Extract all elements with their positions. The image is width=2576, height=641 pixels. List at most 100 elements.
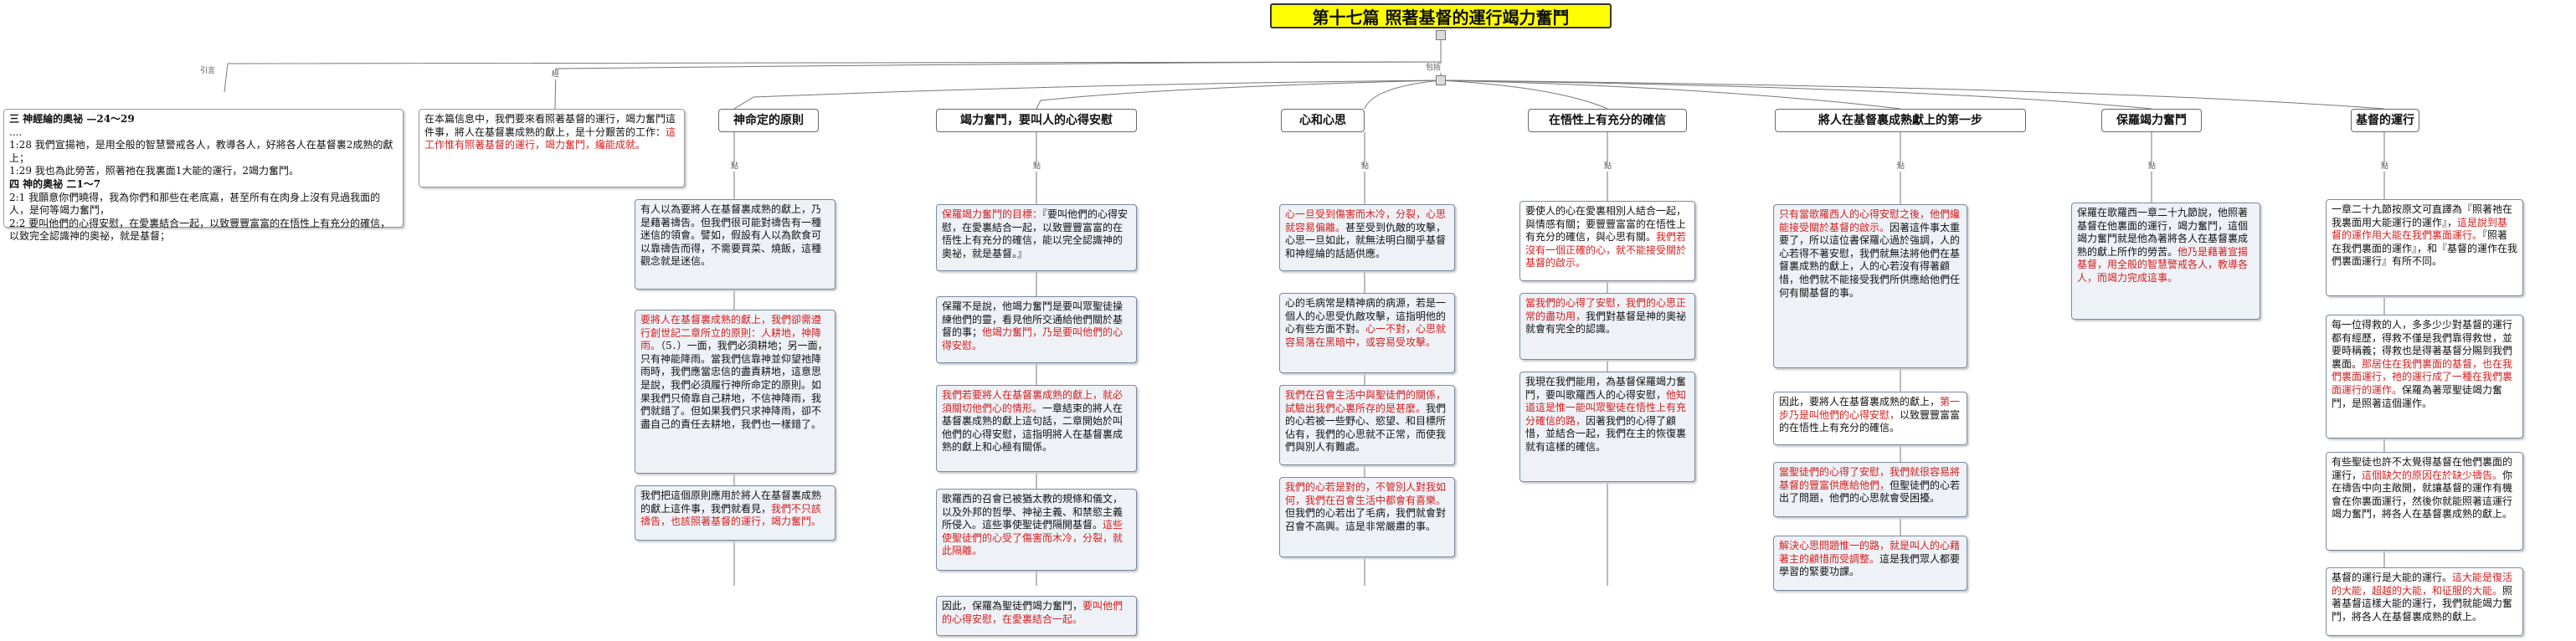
connector-label-point: 點 bbox=[1896, 162, 1906, 172]
col7-note-3[interactable]: 有些聖徒也許不太覺得基督在他們裏面的運行，這個缺欠的原因在於缺少禱告。你在禱告中… bbox=[2326, 452, 2523, 551]
col6-note-1-emphasis: 他乃是藉著宣揚基督，用全般的智慧警戒各人，教導各人，而竭力完成這事。 bbox=[2077, 245, 2249, 284]
col4-note-2[interactable]: 當我們的心得了安慰，我們的心思正常的盡功用，我們對基督是神的奧祕就會有完全的認識… bbox=[1519, 293, 1695, 360]
col4-note-1-emphasis: 我們若沒有一個正確的心，就不能接受關於基督的啟示。 bbox=[1525, 231, 1687, 269]
col7-note-3-emphasis: 這個缺欠的原因在於缺少禱告。 bbox=[2362, 469, 2503, 481]
col4-note-2-emphasis: 當我們的心得了安慰，我們的心思正常的盡功用， bbox=[1525, 297, 1687, 322]
col7-note-2-text: 每一位得救的人，多多少少對基督的運行都有經歷，得救不僅是我們靠得救世，並要時稱義… bbox=[2332, 319, 2513, 370]
col2-note-3-emphasis: 我們若要將人在基督裏成熟的獻上，就必須關切他們心的情形。 bbox=[942, 389, 1123, 414]
col7-note-1-text: 一章二十九節按原文可直譯為『照著祂在我裏面用大能運行的運作』， bbox=[2332, 203, 2513, 228]
col3-note-2[interactable]: 心的毛病常是精神病的病源，若是一個人的心思受仇敵攻擊，這指明他的心有些方面不對。… bbox=[1279, 293, 1455, 373]
col1-note-3-emphasis: 我們不只該禱告，也該照著基督的運行，竭力奮鬥。 bbox=[640, 502, 822, 528]
col1-note-3[interactable]: 我們把這個原則應用於將人在基督裏成熟的獻上這件事，我們就看見，我們不只該禱告，也… bbox=[635, 485, 836, 541]
col7-note-4[interactable]: 基督的運行是大能的運行。這大能是復活的大能，超越的大能，和征服的大能。照著基督這… bbox=[2326, 567, 2523, 636]
scripture-emphasis: 這工作惟有照著基督的運行，竭力奮鬥，纔能成就。 bbox=[424, 126, 676, 151]
col2-note-4-text: 歌羅西的召會已被猶太教的規條和儀文，以及外邦的哲學、神祕主義、和禁慾主義所侵入。… bbox=[942, 493, 1123, 531]
connector-label-point: 點 bbox=[1032, 162, 1042, 172]
col1-note-1[interactable]: 有人以為要將人在基督裏成熟的獻上，乃是藉著禱告。但我們很可能對禱告有一種迷信的領… bbox=[635, 199, 836, 290]
heading-strive-comfort[interactable]: 竭力奮鬥，要叫人的心得安慰 bbox=[936, 109, 1137, 132]
col3-note-2-emphasis: 心一不對，心思就容易落在黑暗中，或容易受攻擊。 bbox=[1285, 323, 1447, 348]
col3-note-4-emphasis: 我們的心若是對的，不管別人對我如何，我們在召會生活中都會有喜樂。 bbox=[1285, 481, 1447, 506]
connector-label-point: 點 bbox=[1360, 162, 1370, 172]
col7-note-1-text-b: 『照著在我們裏面的運作』，和『基督的運作在我們裏面運行』有所不同。 bbox=[2332, 229, 2518, 268]
intro-verse-2-1: 2:1 我願意你們曉得，我為你們和那些在老底嘉，甚至所有在肉身上沒有見過我面的人… bbox=[9, 191, 381, 217]
connector-label-scripture: 經 bbox=[551, 70, 561, 79]
col2-note-1-emphasis: 保羅竭力奮鬥的目標： bbox=[942, 208, 1043, 220]
intro-subheading: 四 神的奧祕 二1～7 bbox=[9, 177, 101, 190]
intro-verse-1-29: 1:29 我也為此勞苦，照著祂在我裏面1大能的運行，2竭力奮鬥。 bbox=[9, 165, 300, 177]
root-node-handle[interactable] bbox=[1436, 30, 1446, 40]
col5-note-1[interactable]: 只有當歌羅西人的心得安慰之後，他們纔能接受關於基督的啟示。因著這件事太重要了，所… bbox=[1773, 204, 1967, 368]
intro-heading: 三 神經綸的奧祕 —24～29 bbox=[9, 113, 135, 125]
scripture-text: 在本篇信息中，我們要來看照著基督的運行，竭力奮鬥這件事，將人在基督裏成熟的獻上，… bbox=[424, 113, 676, 138]
col2-note-3[interactable]: 我們若要將人在基督裏成熟的獻上，就必須關切他們心的情形。一章結束的將人在基督裏成… bbox=[936, 385, 1137, 472]
col2-note-1[interactable]: 保羅竭力奮鬥的目標：『要叫他們的心得安慰，在愛裏結合一起，以致豐豐富富的在悟性上… bbox=[936, 204, 1137, 271]
col5-note-4-text: 這是我們眾人都要學習的緊要功課。 bbox=[1779, 552, 1961, 578]
branch-node-handle[interactable] bbox=[1436, 75, 1446, 85]
connector-label-point: 點 bbox=[2147, 162, 2157, 172]
col2-note-1-text: 『要叫他們的心得安慰，在愛裏結合一起，以致豐豐富富的在悟性上有充分的確信，能以完… bbox=[942, 208, 1129, 259]
col1-note-3-text: 我們把這個原則應用於將人在基督裏成熟的獻上這件事，我們就看見， bbox=[640, 490, 822, 515]
col2-note-5[interactable]: 因此，保羅為聖徒們竭力奮鬥，要叫他們的心得安慰，在愛裏結合一起。 bbox=[936, 596, 1137, 636]
col4-note-1[interactable]: 要使人的心在愛裏相別人結合一起，與情感有關；要豐豐富富的在悟性上有充分的確信，與… bbox=[1519, 201, 1695, 281]
col1-note-2-text: （5．）一面，我們必須耕地；另一面，只有神能降雨。當我們信靠神並仰望祂降雨時，我… bbox=[640, 340, 828, 430]
heading-heart-mind[interactable]: 心和心思 bbox=[1281, 109, 1365, 132]
col1-note-2[interactable]: 要將人在基督裏成熟的獻上，我們卻需遵行創世記二章所立的原則：人耕地，神降雨。（5… bbox=[635, 310, 836, 474]
intro-verse-1-28: 1:28 我們宣揚祂，是用全般的智慧警戒各人，教導各人，好將各人在基督裏2成熟的… bbox=[9, 139, 393, 164]
col5-note-2-text: 因此，要將人在基督裏成熟的獻上， bbox=[1779, 396, 1941, 408]
col3-note-3-text: 我們的心若被一些野心、慾望、和目標所佔有，我們的心思就不正常，而使我們與別人有難… bbox=[1285, 402, 1447, 454]
heading-principle[interactable]: 神命定的原則 bbox=[718, 109, 819, 132]
heading-christ-operation[interactable]: 基督的運行 bbox=[2351, 109, 2419, 132]
col7-note-2[interactable]: 每一位得救的人，多多少少對基督的運行都有經歷，得救不僅是我們靠得救世，並要時稱義… bbox=[2326, 315, 2523, 438]
col7-note-1-emphasis: 這是說到基督的運作用大能在我們裏面運行。 bbox=[2332, 216, 2508, 242]
intro-ellipsis: .... bbox=[9, 126, 23, 138]
connector-label-include: 包括 bbox=[1425, 64, 1442, 73]
col7-note-4-text: 基督的運行是大能的運行。 bbox=[2332, 572, 2453, 583]
col6-note-1[interactable]: 保羅在歌羅西一章二十九節說，他照著基督在他裏面的運行，竭力奮鬥，這個竭力奮鬥就是… bbox=[2071, 203, 2260, 320]
col3-note-1[interactable]: 心一旦受到傷害而木冷，分裂，心思就容易偏離。甚至受到仇敵的攻擊，心思一旦如此，就… bbox=[1279, 204, 1455, 271]
col2-note-2-emphasis: 他竭力奮鬥，乃是要叫他們的心得安慰。 bbox=[942, 326, 1123, 351]
col5-note-3-text: 但聖徒們的心若出了問題，他們的心思就會受困擾。 bbox=[1779, 479, 1961, 505]
col3-note-3[interactable]: 我們在召會生活中與聖徒們的關係，試驗出我們心裏所存的是甚麼。我們的心若被一些野心… bbox=[1279, 385, 1455, 465]
col3-note-1-emphasis: 心一旦受到傷害而木冷，分裂，心思就容易偏離。 bbox=[1285, 208, 1447, 233]
col7-note-4-text-b: 照著基督這樣大能的運行，我們就能竭力奮鬥，將各人在基督裏成熟的獻上。 bbox=[2332, 584, 2513, 623]
connector-label-point: 點 bbox=[2380, 162, 2390, 172]
col4-note-2-text: 我們對基督是神的奧祕就會有完全的認識。 bbox=[1525, 310, 1687, 336]
col3-note-2-text: 心的毛病常是精神病的病源，若是一個人的心思受仇敵攻擊，這指明他的心有些方面不對。 bbox=[1285, 297, 1447, 336]
col5-note-4[interactable]: 解決心思問題惟一的路，就是叫人的心藉著主的顧惜而受調整。這是我們眾人都要學習的緊… bbox=[1773, 536, 1967, 591]
col7-note-1[interactable]: 一章二十九節按原文可直譯為『照著祂在我裏面用大能運行的運作』，這是說到基督的運作… bbox=[2326, 199, 2523, 296]
col7-note-3-text-b: 你在禱告中向主敞開，就讓基督的運作有機會在你裏面運行，然後你就能照著這運行竭力奮… bbox=[2332, 469, 2513, 520]
col5-note-2-text-b: 以致豐豐富富的在悟性上有充分的確信。 bbox=[1779, 408, 1961, 434]
col2-note-4[interactable]: 歌羅西的召會已被猶太教的規條和儀文，以及外邦的哲學、神祕主義、和禁慾主義所侵入。… bbox=[936, 489, 1137, 571]
heading-full-assurance[interactable]: 在悟性上有充分的確信 bbox=[1528, 109, 1687, 132]
col3-note-1-text: 甚至受到仇敵的攻擊，心思一旦如此，就無法明白關乎基督和神經綸的話語供應。 bbox=[1285, 221, 1447, 259]
col7-note-2-text-b: 保羅為著眾聖徒竭力奮鬥，是照著這個運作。 bbox=[2332, 383, 2503, 409]
col5-note-1-text: 因著這件事太重要了，所以這位書保羅心過於強調，人的心若得不著安慰，我們就無法將他… bbox=[1779, 221, 1961, 299]
col3-note-4[interactable]: 我們的心若是對的，不管別人對我如何，我們在召會生活中都會有喜樂。但我們的心若出了… bbox=[1279, 477, 1455, 557]
connector-label-point: 點 bbox=[1603, 162, 1613, 172]
col2-note-5-text: 因此，保羅為聖徒們竭力奮鬥， bbox=[942, 600, 1083, 612]
col3-note-4-text: 但我們的心若出了毛病，我們就會對召會不高興。這是非常嚴肅的事。 bbox=[1285, 507, 1447, 532]
scripture-node[interactable]: 在本篇信息中，我們要來看照著基督的運行，竭力奮鬥這件事，將人在基督裏成熟的獻上，… bbox=[419, 109, 685, 187]
col4-note-3-emphasis: 他知道這是惟一能叫眾聖徒在悟性上有充分確信的路， bbox=[1525, 388, 1687, 427]
col6-note-1-text: 保羅在歌羅西一章二十九節說，他照著基督在他裏面的運行，竭力奮鬥，這個竭力奮鬥就是… bbox=[2077, 207, 2249, 258]
col4-note-3-text-b: 因著我們的心得了顧惜，並結合一起，我們在主的恢復裏就有這樣的確信。 bbox=[1525, 414, 1687, 453]
heading-paul-strive[interactable]: 保羅竭力奮鬥 bbox=[2101, 109, 2202, 132]
col5-note-2[interactable]: 因此，要將人在基督裏成熟的獻上，第一步乃是叫他們的心得安慰，以致豐豐富富的在悟性… bbox=[1773, 392, 1967, 445]
intro-node[interactable]: 三 神經綸的奧祕 —24～29 .... 1:28 我們宣揚祂，是用全般的智慧警… bbox=[3, 109, 404, 242]
col2-note-3-text: 一章結束的將人在基督裏成熟的獻上這句話，二章開始於叫他們的心得安慰，這指明將人在… bbox=[942, 402, 1123, 454]
col7-note-4-emphasis: 這大能是復活的大能，超越的大能，和征服的大能。 bbox=[2332, 572, 2513, 597]
col2-note-2[interactable]: 保羅不是說，他竭力奮鬥是要叫眾聖徒操練他們的靈，看見他所交通給他們關於基督的事；… bbox=[936, 296, 1137, 363]
connector-label-intro: 引言 bbox=[199, 67, 217, 76]
col5-note-2-emphasis: 第一步乃是叫他們的心得安慰， bbox=[1779, 396, 1961, 421]
col5-note-3-emphasis: 當聖徒們的心得了安慰，我們就很容易將基督的豐富供應給他們， bbox=[1779, 466, 1961, 491]
col4-note-1-text: 要使人的心在愛裏相別人結合一起，與情感有關；要豐豐富富的在悟性上有充分的確信，與… bbox=[1525, 205, 1687, 244]
col3-note-3-emphasis: 我們在召會生活中與聖徒們的關係，試驗出我們心裏所存的是甚麼。 bbox=[1285, 389, 1447, 414]
connector-label-point: 點 bbox=[730, 162, 740, 172]
col5-note-3[interactable]: 當聖徒們的心得了安慰，我們就很容易將基督的豐富供應給他們，但聖徒們的心若出了問題… bbox=[1773, 462, 1967, 517]
col4-note-3[interactable]: 我現在我們能用，為基督保羅竭力奮鬥，要叫歌羅西人的心得安慰，他知道這是惟一能叫眾… bbox=[1519, 372, 1695, 482]
col5-note-4-emphasis: 解決心思問題惟一的路，就是叫人的心藉著主的顧惜而受調整。 bbox=[1779, 540, 1961, 565]
heading-first-step[interactable]: 將人在基督裏成熟獻上的第一步 bbox=[1775, 109, 2026, 132]
col2-note-5-emphasis: 要叫他們的心得安慰，在愛裏結合一起。 bbox=[942, 600, 1123, 625]
page-title: 第十七篇 照著基督的運行竭力奮鬥 bbox=[1270, 3, 1612, 28]
col1-note-2-emphasis: 要將人在基督裏成熟的獻上，我們卻需遵行創世記二章所立的原則：人耕地，神降雨。 bbox=[640, 314, 822, 352]
